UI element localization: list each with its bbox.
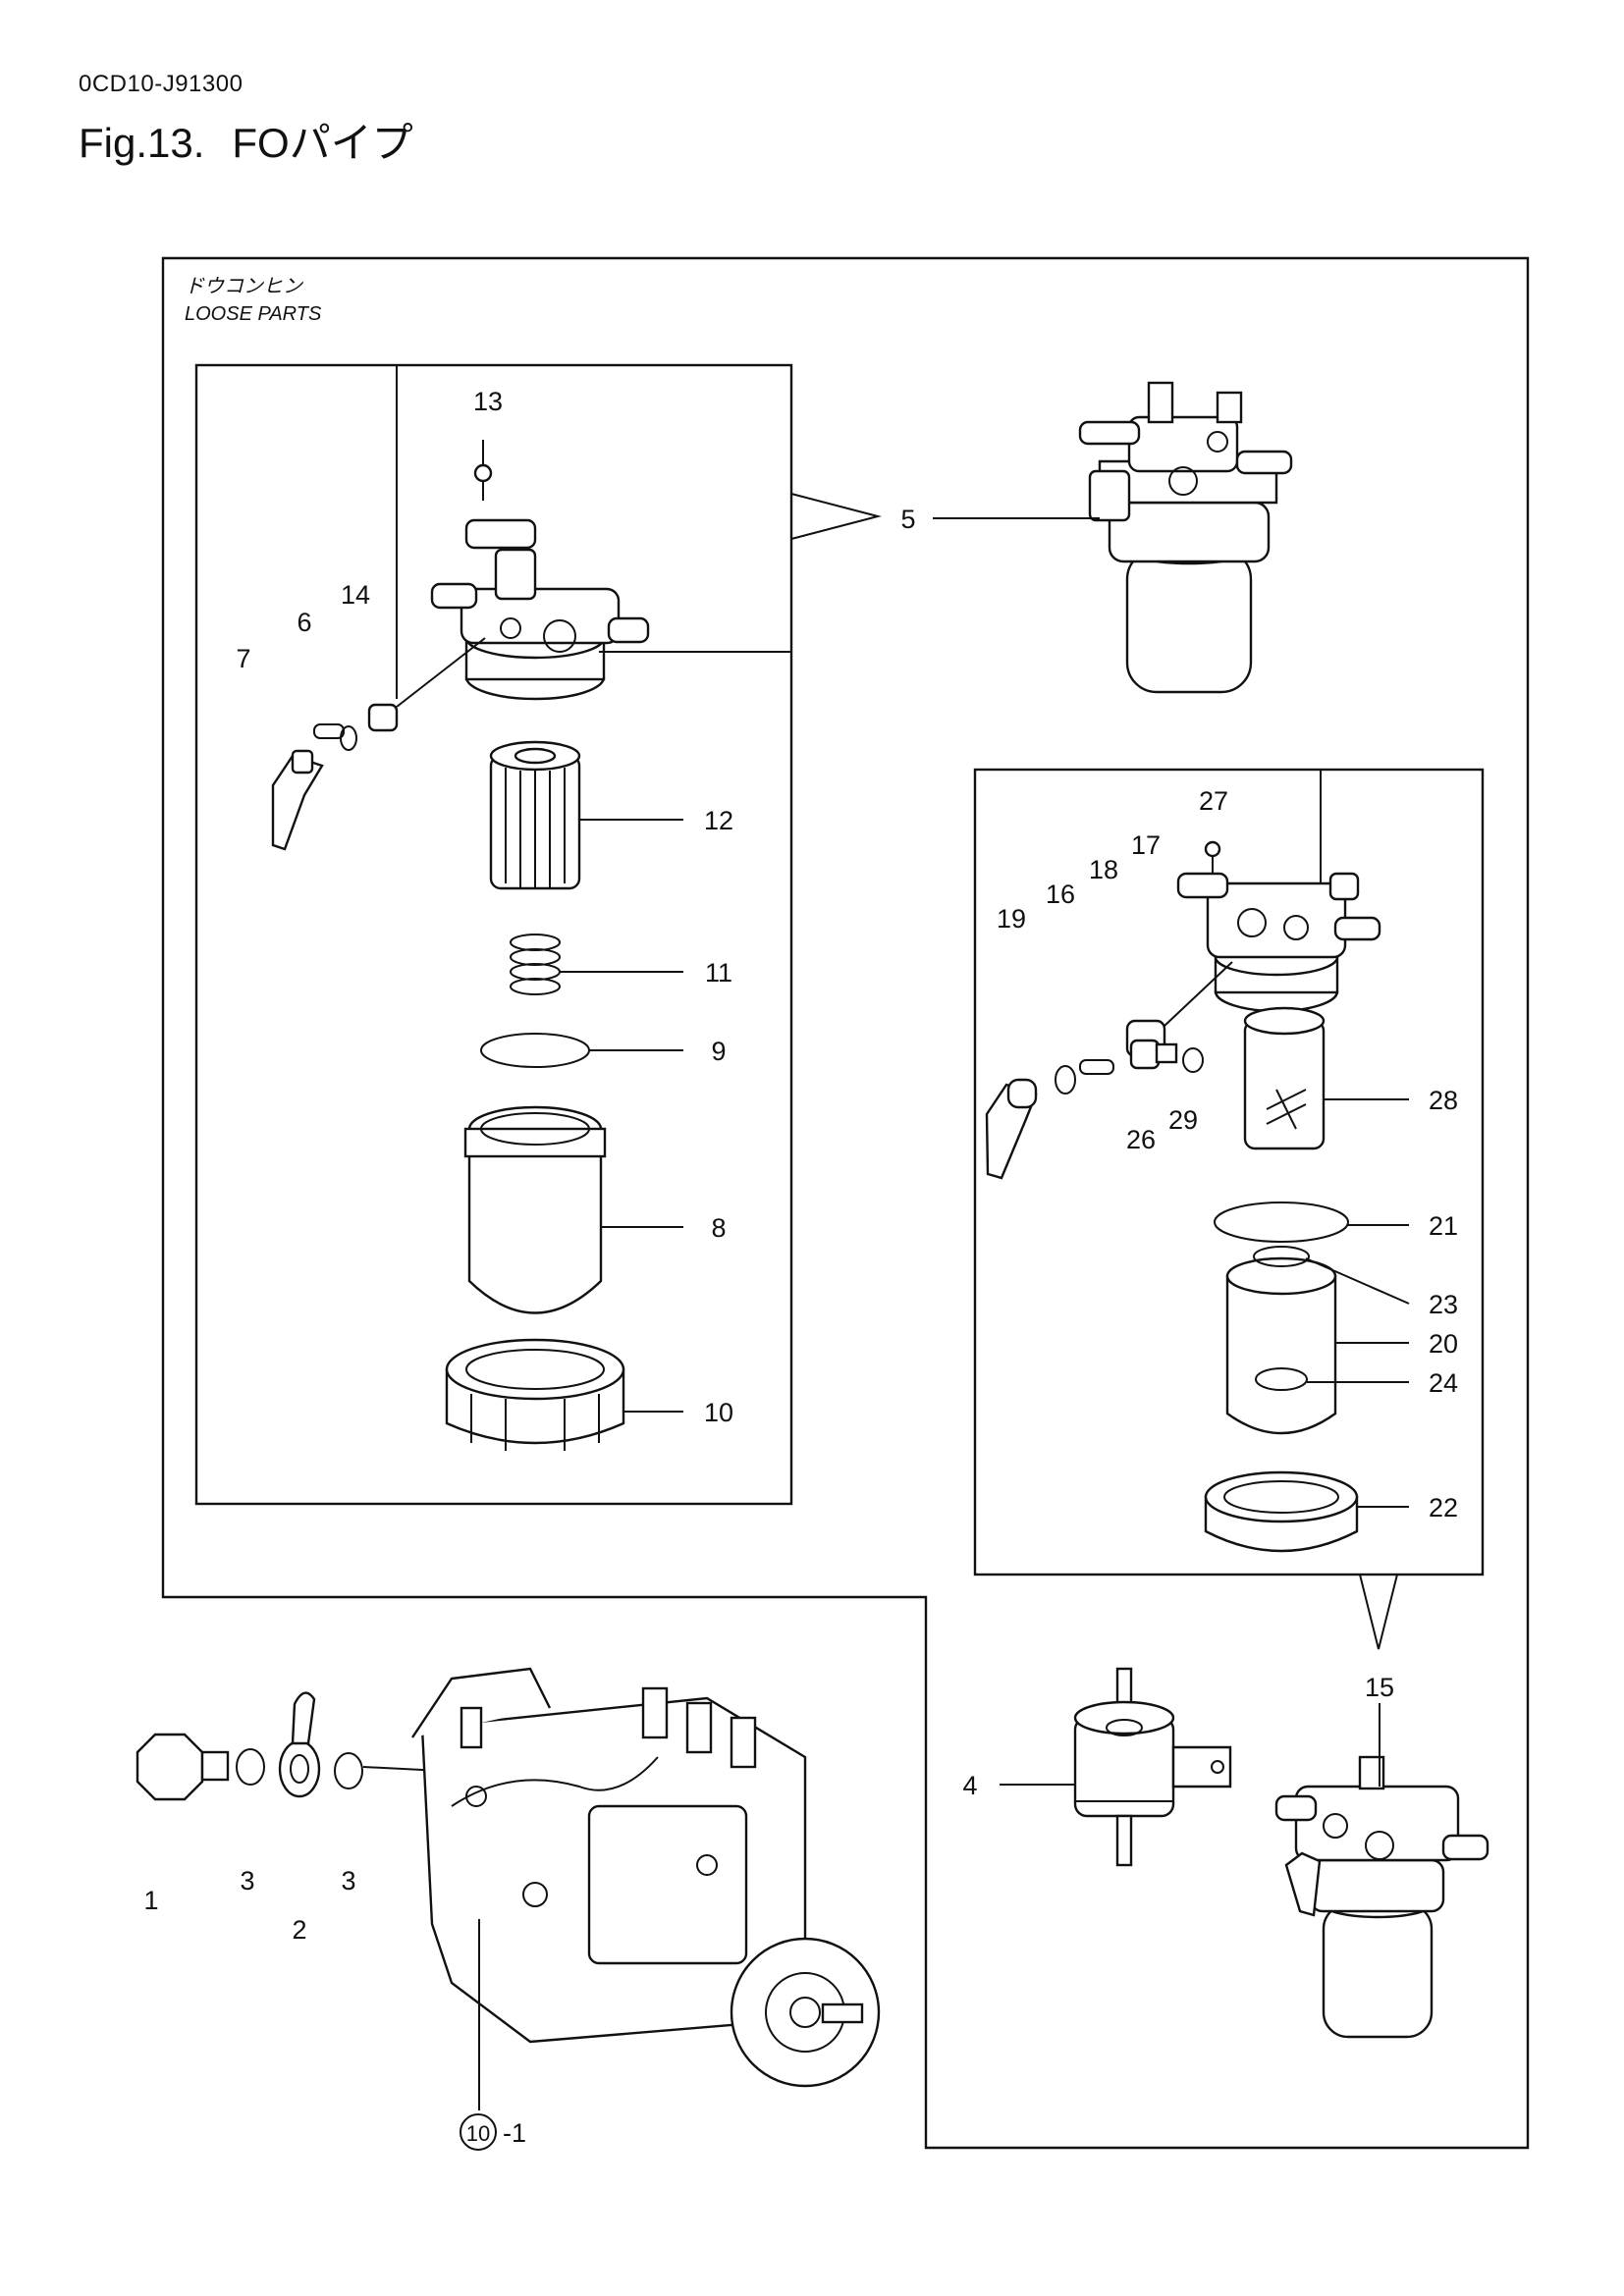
spring-11 xyxy=(510,934,561,995)
washer-29 xyxy=(1182,1047,1204,1073)
callout-5: 5 xyxy=(900,505,915,534)
callout-18: 18 xyxy=(1089,855,1118,884)
fuel-filter-assembly-5 xyxy=(1078,381,1293,694)
collar-leader xyxy=(1164,961,1233,1027)
ref-10-number: 10 xyxy=(466,2121,490,2146)
callout-29: 29 xyxy=(1168,1105,1198,1135)
washer-3-left xyxy=(236,1748,265,1786)
plug-leader xyxy=(396,637,486,708)
fuel-filter-4 xyxy=(1073,1667,1232,1867)
cup-8 xyxy=(463,1105,607,1314)
callout-2: 2 xyxy=(292,1915,306,1945)
callout-15: 15 xyxy=(1365,1673,1394,1702)
injection-pump xyxy=(411,1667,881,2088)
spring-18 xyxy=(1079,1059,1114,1075)
callout-9: 9 xyxy=(711,1037,726,1066)
lever-7 xyxy=(271,749,324,851)
o-ring-9 xyxy=(480,1033,590,1068)
loose-parts-label-en: LOOSE PARTS xyxy=(185,303,322,325)
ring-nut-10 xyxy=(445,1338,625,1451)
banjo-bolt-1 xyxy=(135,1733,230,1801)
callout-16: 16 xyxy=(1046,880,1075,909)
filter-15-pointer xyxy=(1359,1574,1398,1650)
ref-10-circle xyxy=(460,2113,497,2151)
callout-17: 17 xyxy=(1131,830,1161,860)
washer-3-right xyxy=(334,1752,363,1789)
callout-12: 12 xyxy=(704,806,733,835)
lever-19 xyxy=(985,1078,1038,1180)
ring-nut-22 xyxy=(1204,1470,1359,1553)
loose-parts-frame xyxy=(161,256,1530,2150)
callout-20: 20 xyxy=(1429,1329,1458,1359)
callout-19: 19 xyxy=(997,904,1026,934)
callout-28: 28 xyxy=(1429,1086,1458,1115)
eye-joint-2 xyxy=(278,1691,321,1798)
callout-13: 13 xyxy=(473,387,503,416)
ref-10-suffix: -1 xyxy=(503,2118,526,2148)
leader-23 xyxy=(1305,1257,1410,1305)
figure-name: FOパイプ xyxy=(232,120,413,166)
callout-6: 6 xyxy=(297,608,311,637)
spring-6 xyxy=(313,723,345,739)
fuel-filter-assembly-15 xyxy=(1274,1755,1489,2039)
figure-title: Fig.13. FOパイプ xyxy=(79,110,441,170)
callout-3-left: 3 xyxy=(240,1866,254,1896)
screw-27 xyxy=(1204,840,1221,874)
callout-14: 14 xyxy=(341,580,370,610)
filter-head xyxy=(430,518,650,701)
figure-number: Fig.13. xyxy=(79,120,205,166)
screw-13 xyxy=(473,463,493,501)
callout-21: 21 xyxy=(1429,1211,1458,1241)
bowl-20 xyxy=(1225,1246,1337,1435)
callout-7: 7 xyxy=(236,644,250,673)
callout-11: 11 xyxy=(705,958,732,988)
callout-10: 10 xyxy=(704,1398,733,1427)
loose-parts-label-jp: ドウコンヒン xyxy=(185,276,302,297)
element-12 xyxy=(489,740,581,890)
callout-3-right: 3 xyxy=(341,1866,355,1896)
loose-parts-heading: ドウコンヒン LOOSE PARTS xyxy=(185,273,321,328)
filter-5-exploded-frame xyxy=(194,363,793,1506)
o-ring-14 xyxy=(340,725,357,751)
callout-4: 4 xyxy=(962,1771,977,1800)
callout-24: 24 xyxy=(1429,1368,1458,1398)
callout-1: 1 xyxy=(143,1886,158,1915)
o-ring-21 xyxy=(1214,1201,1349,1243)
element-28 xyxy=(1243,1006,1326,1150)
callout-22: 22 xyxy=(1429,1493,1458,1522)
document-code: 0CD10-J91300 xyxy=(79,71,244,97)
callout-8: 8 xyxy=(711,1213,726,1243)
o-ring-16 xyxy=(1055,1065,1076,1095)
callout-26: 26 xyxy=(1126,1125,1156,1154)
bolt-26 xyxy=(1129,1039,1178,1070)
filter-15-exploded-frame xyxy=(973,768,1485,1576)
plug xyxy=(367,703,399,732)
filter-5-pointer xyxy=(790,493,882,540)
callout-27: 27 xyxy=(1199,786,1228,816)
filter-head-15 xyxy=(1176,872,1381,1013)
callout-23: 23 xyxy=(1429,1290,1458,1319)
